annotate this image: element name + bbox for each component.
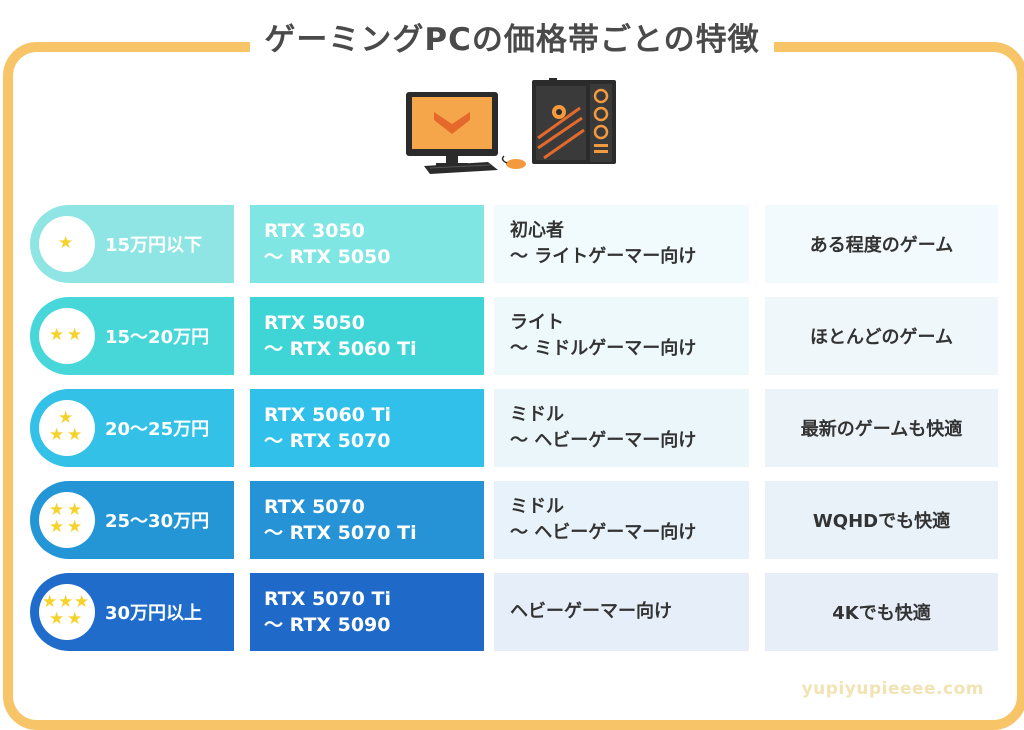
star-icon: ★ bbox=[49, 500, 65, 520]
table-row: ★★★ 20～25万円 RTX 5060 Ti ～ RTX 5070 ミドル ～ ヘビーゲ… bbox=[30, 389, 998, 467]
mouse-icon bbox=[501, 155, 526, 169]
gpu-range-cell: RTX 5070 Ti ～ RTX 5090 bbox=[250, 573, 484, 651]
star-icon: ★ bbox=[67, 609, 83, 629]
feature-cell: 最新のゲームも快適 bbox=[765, 389, 998, 467]
table-row: ★★★★ 25～30万円 RTX 5070 ～ RTX 5070 Ti ミドル ～ ヘビー… bbox=[30, 481, 998, 559]
feature-label: ほとんどのゲーム bbox=[810, 327, 953, 348]
price-label: 25～30万円 bbox=[105, 511, 210, 532]
gpu-label: RTX 5070 bbox=[264, 496, 365, 518]
star-icon: ★ bbox=[58, 592, 74, 612]
star-rating-badge: ★★★★★ bbox=[39, 584, 95, 640]
price-range-cell: ★★★★★30万円以上 bbox=[30, 573, 234, 651]
gpu-label: RTX 5070 Ti bbox=[264, 588, 391, 610]
gpu-label: ～ RTX 5070 bbox=[264, 430, 391, 452]
star-icon: ★ bbox=[67, 325, 83, 345]
gpu-label: ～ RTX 5050 bbox=[264, 246, 391, 268]
target-user-cell: ライト ～ ミドルゲーマー向け bbox=[494, 297, 749, 375]
page-title: ゲーミングPCの価格帯ごとの特徴 bbox=[250, 14, 774, 59]
price-label: 15～20万円 bbox=[105, 327, 210, 348]
star-rating-badge: ★ bbox=[39, 216, 95, 272]
gpu-range-cell: RTX 5050 ～ RTX 5060 Ti bbox=[250, 297, 484, 375]
target-user-label: ～ ヘビーゲーマー向け bbox=[510, 522, 697, 543]
gpu-label: ～ RTX 5060 Ti bbox=[264, 338, 417, 360]
target-user-label: ～ ライトゲーマー向け bbox=[510, 246, 697, 267]
target-user-cell: 初心者 ～ ライトゲーマー向け bbox=[494, 205, 749, 283]
target-user-label: ライト bbox=[510, 312, 564, 333]
target-user-label: ～ ヘビーゲーマー向け bbox=[510, 430, 697, 451]
target-user-cell: ミドル ～ ヘビーゲーマー向け bbox=[494, 389, 749, 467]
star-icon: ★ bbox=[49, 517, 65, 537]
star-rating-badge: ★★ bbox=[39, 308, 95, 364]
target-user-label: ヘビーゲーマー向け bbox=[510, 601, 672, 622]
gpu-label: ～ RTX 5070 Ti bbox=[264, 522, 417, 544]
feature-label: 4Kでも快適 bbox=[832, 603, 931, 624]
gpu-range-cell: RTX 3050 ～ RTX 5050 bbox=[250, 205, 484, 283]
feature-cell: 4Kでも快適 bbox=[765, 573, 998, 651]
feature-label: 最新のゲームも快適 bbox=[800, 419, 963, 440]
star-icon: ★ bbox=[67, 500, 83, 520]
star-icon: ★ bbox=[67, 425, 83, 445]
star-icon: ★ bbox=[49, 425, 65, 445]
star-icon: ★ bbox=[49, 325, 65, 345]
feature-cell: ほとんどのゲーム bbox=[765, 297, 998, 375]
price-label: 15万円以下 bbox=[105, 235, 203, 256]
gpu-label: RTX 5060 Ti bbox=[264, 404, 391, 426]
target-user-label: ミドル bbox=[510, 496, 564, 517]
feature-label: ある程度のゲーム bbox=[809, 235, 954, 256]
price-range-cell: ★★★★ 25～30万円 bbox=[30, 481, 234, 559]
keyboard-icon bbox=[424, 162, 498, 174]
gpu-label: ～ RTX 5090 bbox=[264, 614, 391, 636]
feature-cell: ある程度のゲーム bbox=[765, 205, 998, 283]
gpu-label: RTX 3050 bbox=[264, 220, 365, 242]
gpu-range-cell: RTX 5070 ～ RTX 5070 Ti bbox=[250, 481, 484, 559]
table-row: ★★ 15～20万円 RTX 5050 ～ RTX 5060 Ti ライト ～ ミドルゲー… bbox=[30, 297, 998, 375]
price-range-cell: ★ 15万円以下 bbox=[30, 205, 234, 283]
star-icon: ★ bbox=[58, 408, 74, 428]
star-icon: ★ bbox=[67, 517, 83, 537]
gaming-pc-illustration bbox=[406, 78, 616, 174]
monitor-icon bbox=[406, 92, 498, 167]
target-user-cell: ミドル ～ ヘビーゲーマー向け bbox=[494, 481, 749, 559]
feature-label: WQHDでも快適 bbox=[812, 511, 951, 532]
target-user-cell: ヘビーゲーマー向け bbox=[494, 573, 749, 651]
star-icon: ★ bbox=[42, 592, 58, 612]
title-wrap: ゲーミングPCの価格帯ごとの特徴 bbox=[0, 14, 1024, 59]
star-rating-badge: ★★★★ bbox=[39, 492, 95, 548]
gpu-range-cell: RTX 5060 Ti ～ RTX 5070 bbox=[250, 389, 484, 467]
price-range-cell: ★★★ 20～25万円 bbox=[30, 389, 234, 467]
feature-cell: WQHDでも快適 bbox=[765, 481, 998, 559]
gpu-label: RTX 5050 bbox=[264, 312, 365, 334]
star-icon: ★ bbox=[49, 609, 65, 629]
price-label: 30万円以上 bbox=[105, 603, 203, 624]
pc-tower-icon bbox=[532, 78, 616, 164]
star-icon: ★ bbox=[58, 233, 74, 253]
star-icon: ★ bbox=[74, 592, 90, 612]
price-range-cell: ★★ 15～20万円 bbox=[30, 297, 234, 375]
star-rating-badge: ★★★ bbox=[39, 400, 95, 456]
table-row: ★ 15万円以下 RTX 3050 ～ RTX 5050 初心者 ～ ライトゲーマー向け あ… bbox=[30, 205, 998, 283]
target-user-label: ミドル bbox=[510, 404, 564, 425]
price-label: 20～25万円 bbox=[105, 419, 210, 440]
watermark: yupiyupieeee.com bbox=[801, 679, 984, 699]
target-user-label: ～ ミドルゲーマー向け bbox=[510, 338, 697, 359]
target-user-label: 初心者 bbox=[510, 220, 564, 241]
